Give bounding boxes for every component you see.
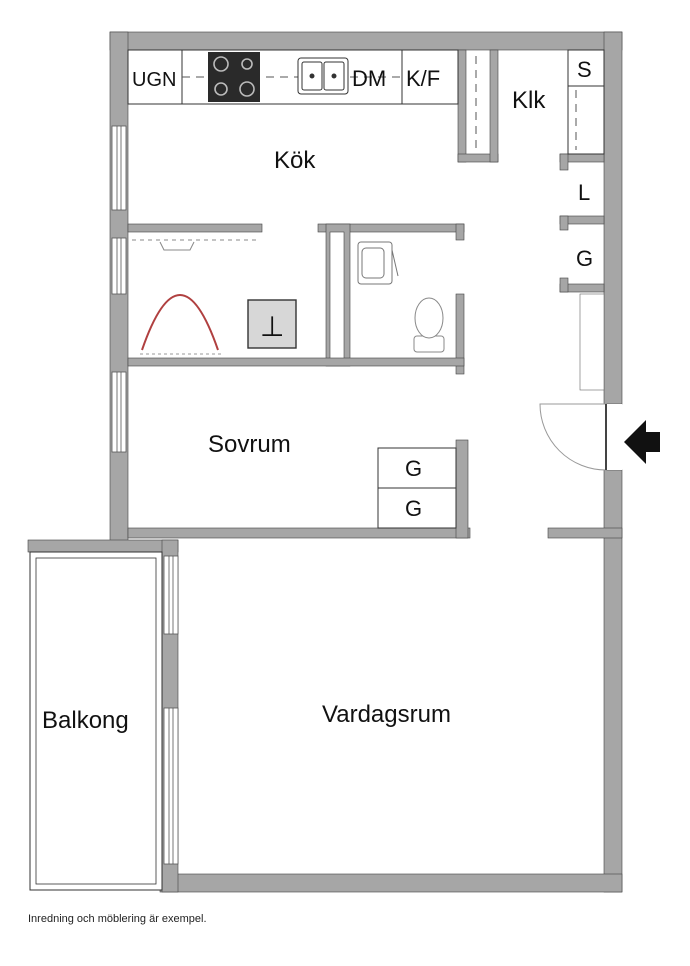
bath-fixtures (132, 239, 445, 355)
bedroom-wardrobes (377, 447, 457, 529)
label-kitchen: Kök (274, 147, 316, 174)
wash-basin-icon (357, 241, 399, 285)
label-wardrobe-g-upper: G (405, 456, 422, 481)
label-bedroom: Sovrum (208, 431, 291, 458)
windows (111, 125, 179, 865)
shower-curtain-icon (141, 294, 219, 351)
label-storage-l: L (578, 180, 590, 205)
label-laundry-symbol: ⊥ (260, 311, 284, 342)
footnote: Inredning och möblering är exempel. (28, 913, 207, 925)
stove-icon (208, 52, 260, 102)
label-storage-s: S (577, 57, 592, 82)
label-klk: Klk (512, 87, 546, 114)
kitchen-counter (127, 49, 459, 105)
entrance-arrow-icon (624, 420, 660, 464)
klk-cabinets (475, 49, 605, 155)
label-balcony: Balkong (42, 707, 129, 734)
label-dishwasher: DM (352, 66, 386, 91)
sink-icon (297, 57, 349, 95)
label-oven: UGN (132, 69, 176, 91)
toilet-icon (413, 297, 445, 353)
label-storage-g: G (576, 246, 593, 271)
washing-machine-icon (247, 299, 297, 349)
entrance-door (539, 403, 622, 471)
balcony (29, 551, 163, 891)
label-wardrobe-g-lower: G (405, 496, 422, 521)
label-fridge-freezer: K/F (406, 66, 440, 91)
label-living-room: Vardagsrum (322, 701, 451, 728)
